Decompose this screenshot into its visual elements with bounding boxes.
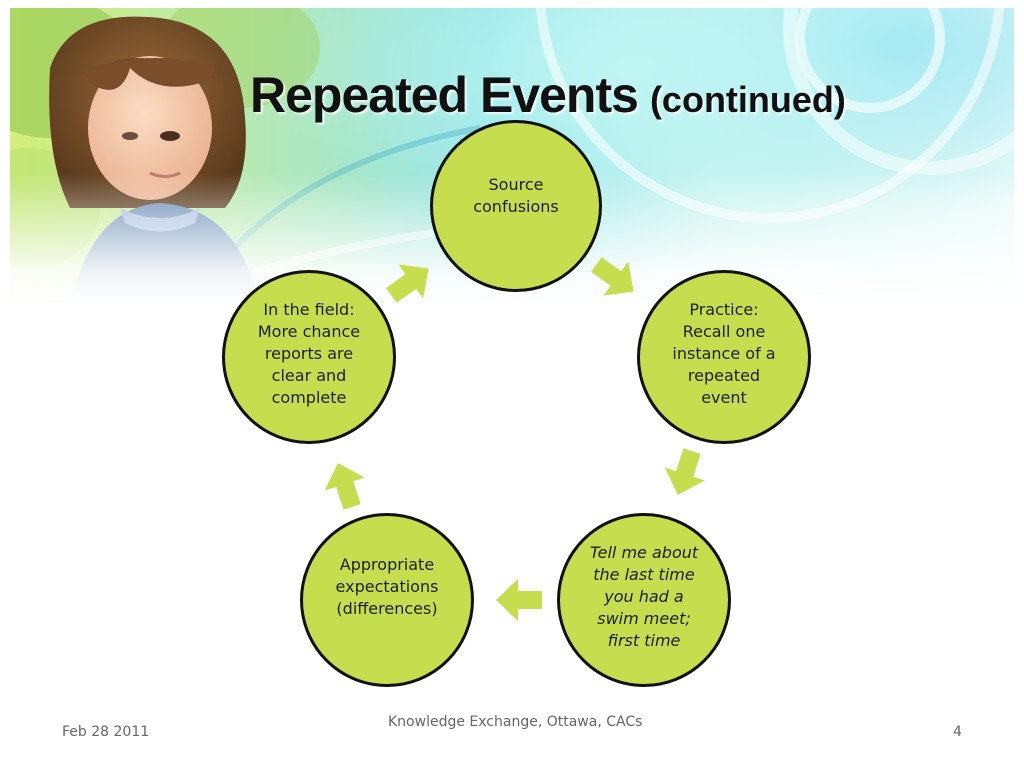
- node-label: Tell me about the last time you had a sw…: [589, 543, 699, 650]
- cycle-node-expectations: Appropriate expectations (differences): [300, 513, 474, 687]
- slide-number: 4: [953, 724, 962, 740]
- footer-center-text: Knowledge Exchange, Ottawa, CACs: [388, 714, 643, 730]
- slide-title: Repeated Events(continued): [250, 66, 846, 124]
- node-label: Source confusions: [473, 175, 559, 216]
- cycle-arrow-source-to-practice: [580, 243, 650, 313]
- title-sub: (continued): [649, 79, 846, 120]
- cycle-arrow-practice-to-tell-me: [653, 441, 716, 504]
- footer-date: Feb 28 2011: [62, 724, 150, 740]
- cycle-node-source-confusions: Source confusions: [430, 120, 602, 292]
- cycle-arrow-tell-me-to-expectations: [494, 575, 544, 625]
- cycle-node-in-the-field: In the field: More chance reports are cl…: [222, 270, 396, 444]
- cycle-arrow-field-to-source: [375, 247, 445, 317]
- title-main: Repeated Events: [250, 67, 639, 123]
- cycle-node-practice: Practice: Recall one instance of a repea…: [637, 270, 811, 444]
- node-label: In the field: More chance reports are cl…: [257, 300, 361, 407]
- cycle-node-tell-me: Tell me about the last time you had a sw…: [557, 513, 731, 687]
- node-label: Practice: Recall one instance of a repea…: [672, 300, 776, 407]
- node-label: Appropriate expectations (differences): [335, 555, 439, 618]
- cycle-arrow-expectations-to-field: [313, 453, 376, 516]
